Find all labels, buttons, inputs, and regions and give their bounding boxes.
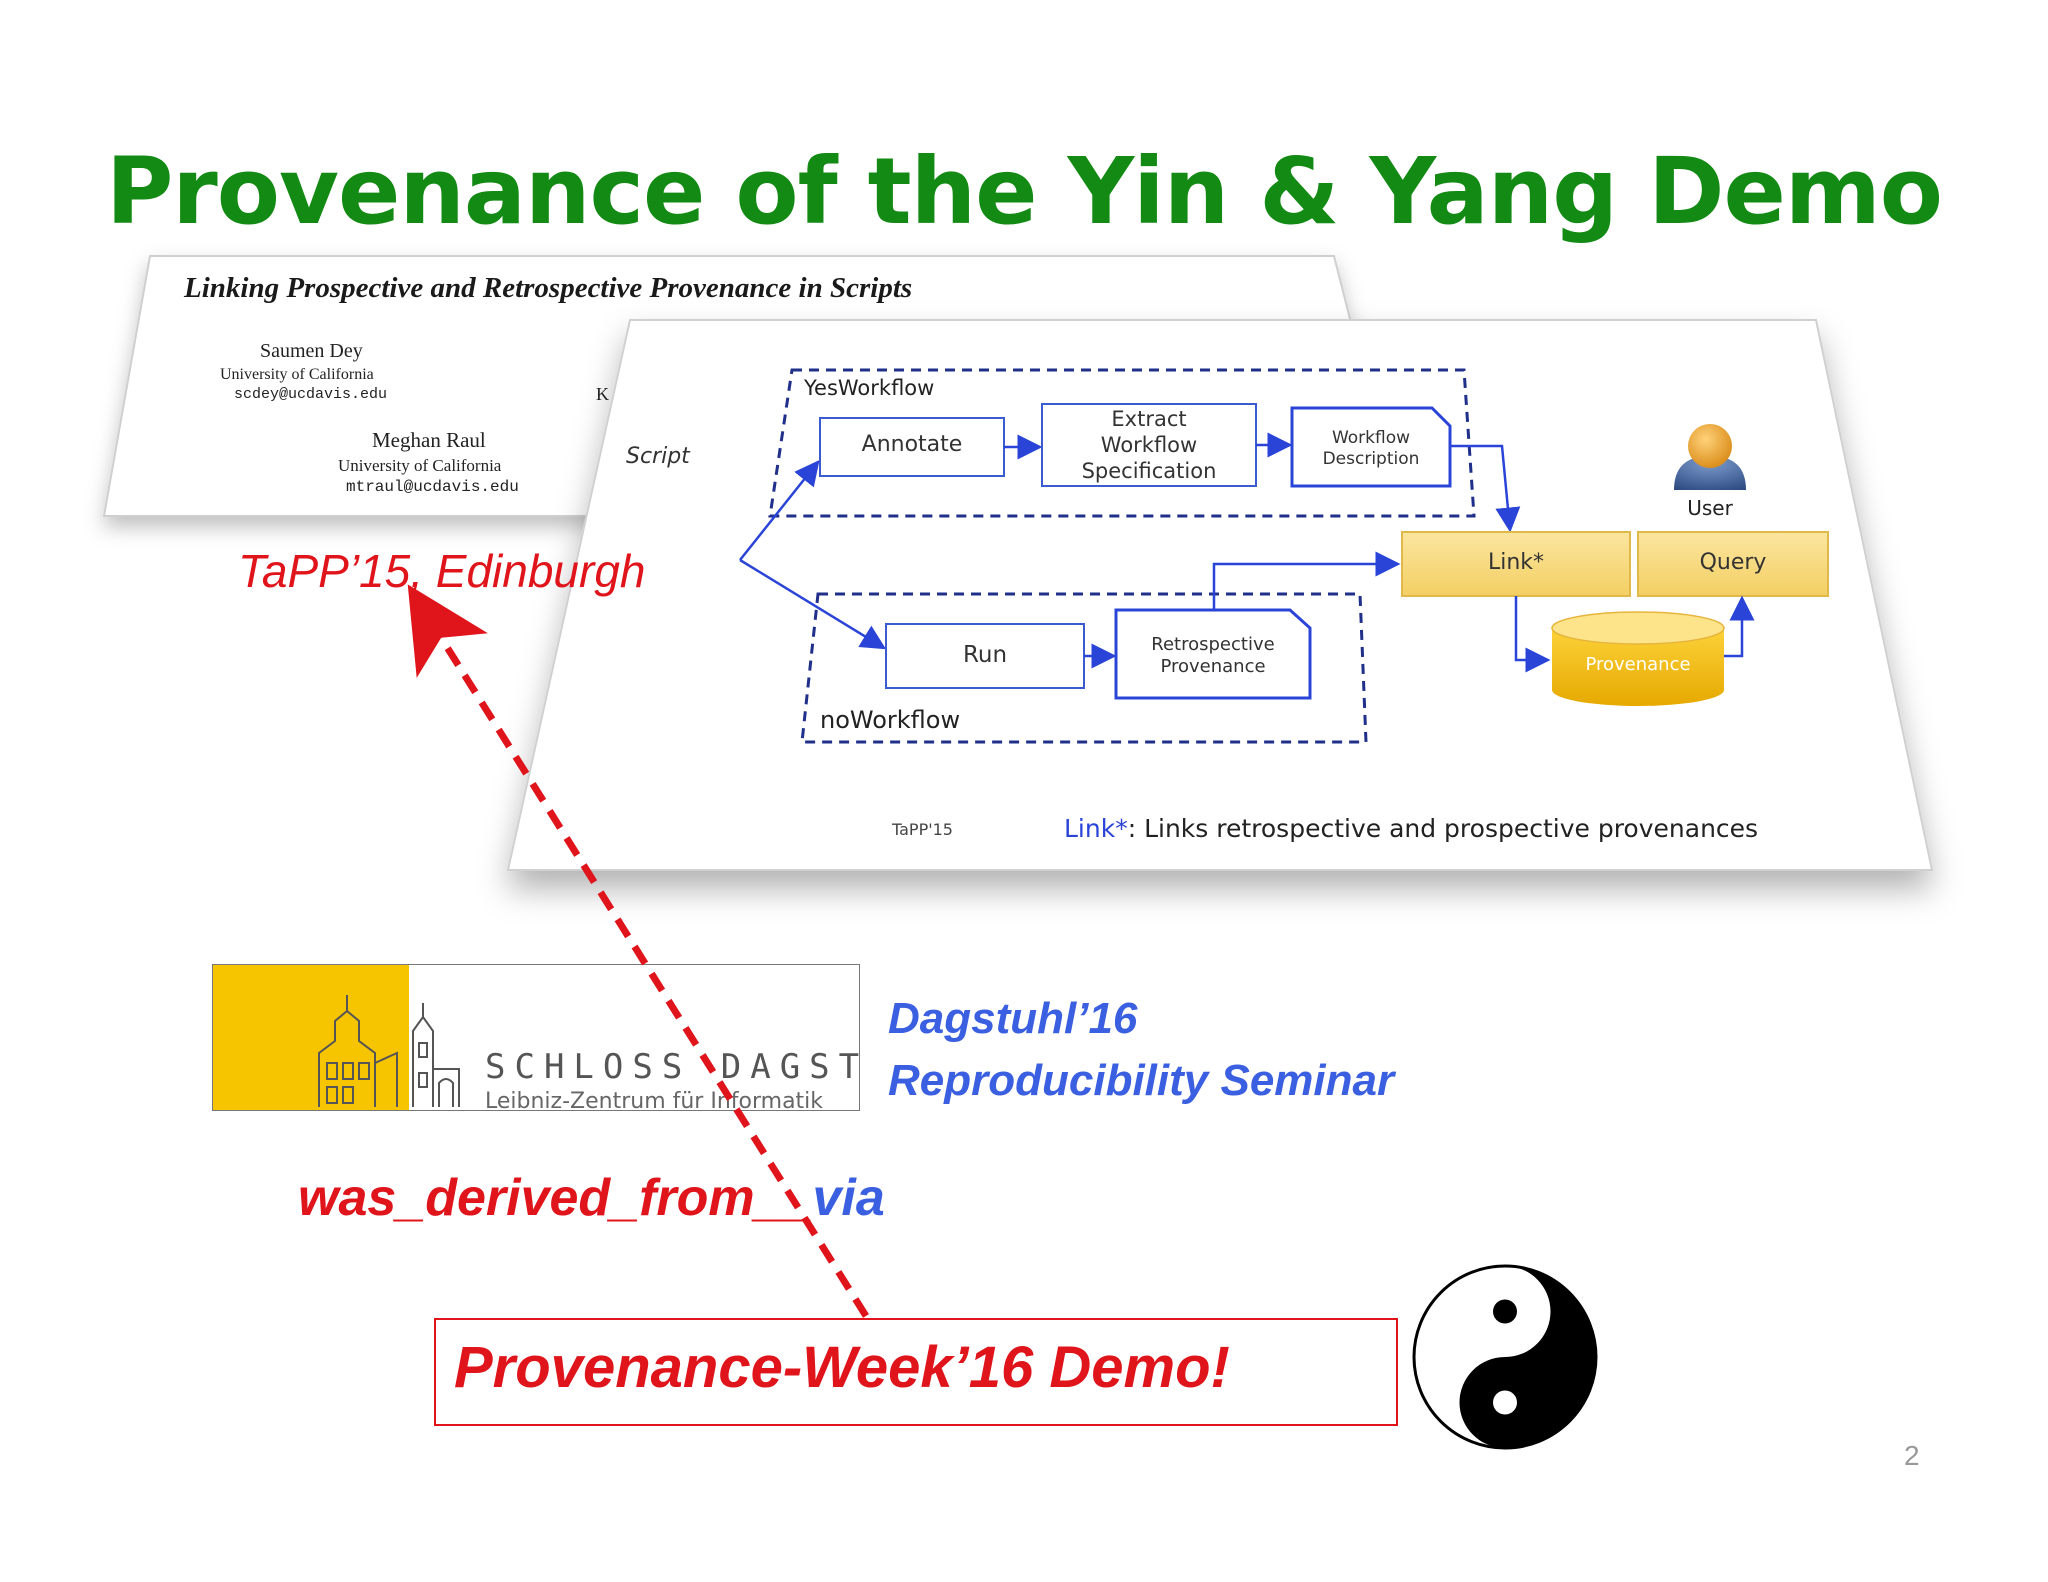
- inner-footer-link: Link*: [1064, 814, 1128, 843]
- derivation-blue-text: via: [812, 1169, 885, 1227]
- user-icon: [1674, 424, 1746, 490]
- noworkflow-region: [800, 592, 1368, 744]
- yesworkflow-label: YesWorkflow: [804, 376, 935, 400]
- run-box: [885, 623, 1085, 689]
- script-to-run-arrow: [739, 558, 887, 650]
- dagstuhl-logo: SCHLOSS DAGSTUHL Leibniz-Zentrum für Inf…: [212, 964, 860, 1111]
- dagstuhl-line-1: Dagstuhl’16: [888, 994, 1138, 1043]
- retro-to-link-arrow: [1212, 551, 1401, 610]
- noworkflow-label: noWorkflow: [820, 706, 961, 734]
- extract-label: Extract Workflow Specification: [1042, 406, 1256, 484]
- link-label: Link*: [1487, 550, 1545, 575]
- provenance-db-label: Provenance: [1585, 654, 1691, 675]
- dagstuhl-name: SCHLOSS DAGSTUHL: [485, 1047, 859, 1087]
- link-box: [1401, 531, 1631, 597]
- retrospective-provenance-label: Retrospective Provenance: [1116, 634, 1310, 678]
- author-2-email: mtraul@ucdavis.edu: [346, 478, 519, 496]
- query-label: Query: [1699, 550, 1767, 575]
- extract-line-3: Specification: [1081, 459, 1217, 483]
- author-1-email: scdey@ucdavis.edu: [234, 386, 388, 403]
- provenance-database-icon: [1551, 611, 1725, 706]
- annotate-label: Annotate: [861, 432, 963, 457]
- paper-title: Linking Prospective and Retrospective Pr…: [184, 272, 913, 304]
- script-label: Script: [626, 444, 690, 469]
- extract-line-1: Extract: [1111, 407, 1187, 431]
- author-3-initial: K: [596, 384, 609, 404]
- description-to-link-arrow: [1450, 444, 1521, 533]
- slide-title: Provenance of the Yin & Yang Demo: [106, 138, 1943, 245]
- annotate-box: [819, 417, 1005, 477]
- workflow-description-box: [1290, 406, 1452, 488]
- extract-line-2: Workflow: [1100, 433, 1198, 457]
- script-to-annotate-arrow: [739, 460, 820, 561]
- yesworkflow-region: [768, 368, 1476, 518]
- derivation-red-text: was_derived_from__: [298, 1169, 813, 1227]
- retrospective-line-2: Provenance: [1160, 656, 1266, 677]
- query-box: [1637, 531, 1829, 597]
- page-number: 2: [1904, 1440, 1920, 1471]
- yin-yang-icon: [1412, 1264, 1598, 1450]
- provenance-to-query-arrow: [1722, 595, 1755, 658]
- retrospective-provenance-box: [1114, 608, 1312, 700]
- user-label: User: [1687, 496, 1733, 520]
- author-2-name: Meghan Raul: [372, 428, 486, 452]
- inner-footer-text: : Links retrospective and prospective pr…: [1127, 814, 1759, 843]
- author-2-affiliation: University of California: [338, 456, 502, 475]
- demo-box: Provenance-Week’16 Demo!: [434, 1318, 1398, 1426]
- workflow-description-label: Workflow Description: [1292, 428, 1450, 470]
- workflow-description-line-2: Description: [1322, 449, 1420, 469]
- retrospective-line-1: Retrospective: [1151, 634, 1275, 655]
- author-1-affiliation: University of California: [220, 366, 374, 383]
- run-label: Run: [962, 642, 1008, 668]
- dagstuhl-yellow-panel: [213, 965, 409, 1110]
- demo-label: Provenance-Week’16 Demo!: [454, 1335, 1230, 1400]
- derivation-label: was_derived_from__via: [298, 1168, 885, 1228]
- castle-icon: [318, 995, 460, 1107]
- inner-footer-left: TaPP'15: [892, 820, 953, 839]
- inner-footer: Link*: Links retrospective and prospecti…: [1064, 814, 1758, 843]
- link-to-provenance-arrow: [1514, 596, 1551, 673]
- workflow-description-line-1: Workflow: [1331, 428, 1411, 448]
- dagstuhl-line-2: Reproducibility Seminar: [888, 1056, 1395, 1105]
- dagstuhl-subtitle: Leibniz-Zentrum für Informatik: [485, 1089, 824, 1111]
- author-1-name: Saumen Dey: [260, 340, 363, 362]
